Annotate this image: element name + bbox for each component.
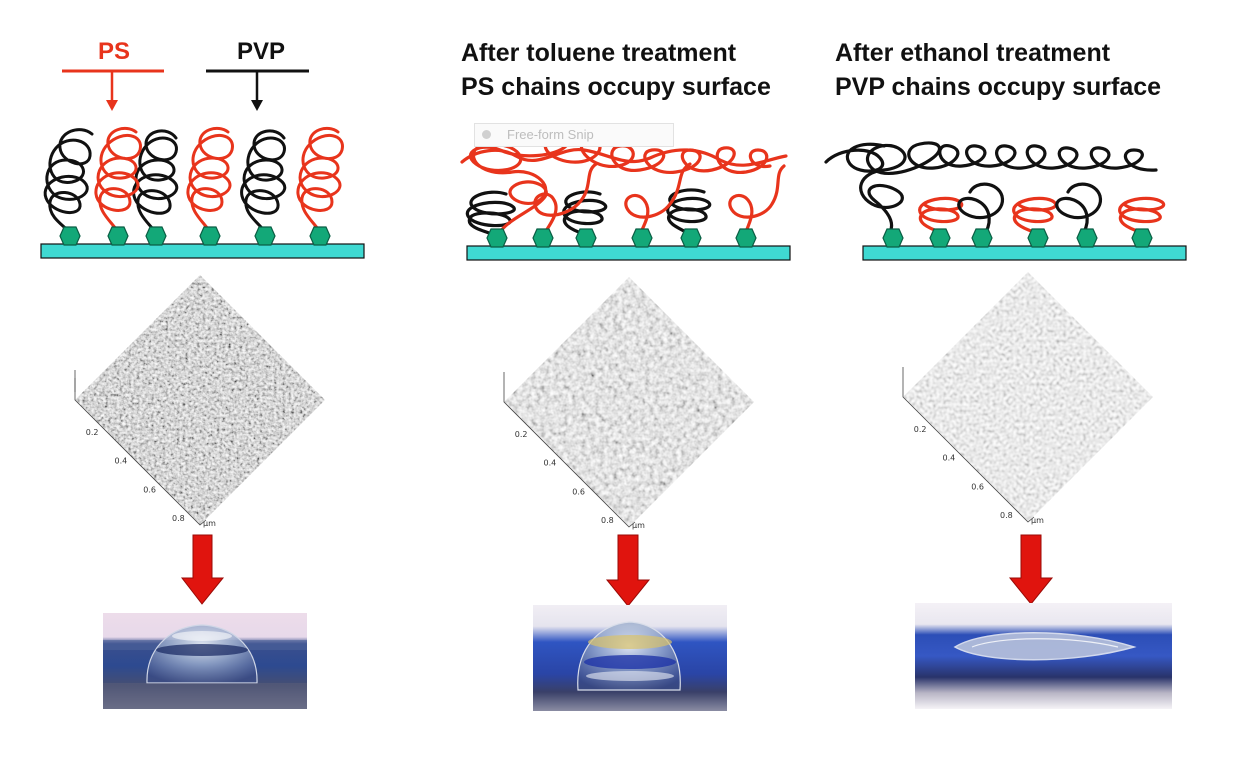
anchor-group <box>107 226 129 246</box>
anchor-group <box>882 228 904 248</box>
anchor-group <box>486 228 508 248</box>
down-arrow-icon <box>1008 534 1054 605</box>
ps-layer <box>533 162 598 236</box>
panel3-chains <box>824 141 1166 234</box>
panel1-chains <box>43 127 344 234</box>
afm-tick-label: 0.2 <box>515 430 528 439</box>
ps-coil <box>186 127 234 234</box>
ps-coil <box>1118 196 1166 234</box>
ethanol-heading-line2: PVP chains occupy surface <box>835 73 1162 101</box>
ethanol-heading: After ethanol treatment PVP chains occup… <box>835 36 1161 104</box>
panel1-substrate <box>40 226 365 259</box>
ps-layer <box>728 164 786 236</box>
pvp-layer <box>859 141 1158 234</box>
snip-tool-overlay[interactable]: Free-form Snip <box>474 123 674 147</box>
pvp-layer <box>957 182 1004 234</box>
anchor-group <box>254 226 276 246</box>
afm-unit-label: μm <box>632 521 645 530</box>
snip-label: Free-form Snip <box>507 127 594 142</box>
afm-tick-label: 0.6 <box>572 487 585 496</box>
droplet-photo-1 <box>103 613 307 709</box>
anchor-group <box>199 226 221 246</box>
anchor-group <box>735 228 757 248</box>
afm-unit-label: μm <box>1031 516 1044 525</box>
afm-axis-ticks: 0.2 0.4 0.6 0.8 μm 0.2 0.4 0.6 0.8 μm 0.2 0.4 0.6 0.8… <box>86 425 1044 530</box>
anchor-group <box>1076 228 1098 248</box>
droplet-photo-2 <box>533 605 727 711</box>
anchor-group <box>631 228 653 248</box>
ps-coil <box>94 127 142 234</box>
afm-unit-label: μm <box>203 519 216 528</box>
afm-tick-label: 0.6 <box>143 485 156 494</box>
anchor-group <box>971 228 993 248</box>
afm-tick-label: 0.8 <box>1000 511 1013 520</box>
pvp-legend-label: PVP <box>237 38 286 65</box>
down-arrow-icon <box>605 534 651 607</box>
ps-legend-label: PS <box>98 38 131 65</box>
afm-tick-label: 0.6 <box>971 482 984 491</box>
ethanol-heading-line1: After ethanol treatment <box>835 39 1111 67</box>
afm-tick-label: 0.2 <box>914 425 927 434</box>
anchor-group <box>929 228 951 248</box>
anchor-group <box>309 226 331 246</box>
afm-image-3 <box>902 272 1153 523</box>
ps-layer <box>460 147 788 167</box>
ps-layer <box>624 162 692 236</box>
toluene-heading-line1: After toluene treatment <box>461 39 737 67</box>
afm-tick-label: 0.8 <box>172 514 185 523</box>
anchor-group <box>532 228 554 248</box>
panel2-chains <box>460 132 788 236</box>
afm-tick-label: 0.4 <box>115 457 128 466</box>
anchor-group <box>1131 228 1153 248</box>
anchor-group <box>680 228 702 248</box>
anchor-group <box>59 226 81 246</box>
anchor-group <box>1027 228 1049 248</box>
snip-icon <box>482 130 491 139</box>
afm-image-2 <box>503 277 754 528</box>
anchor-group <box>145 226 167 246</box>
panel2-substrate <box>466 228 791 261</box>
legend-ps <box>62 69 164 111</box>
legend-pvp <box>206 69 309 111</box>
pvp-coil <box>562 190 608 236</box>
toluene-heading-line2: PS chains occupy surface <box>461 73 771 101</box>
pvp-layer <box>1055 182 1102 234</box>
pvp-coil <box>465 190 516 236</box>
afm-tick-label: 0.2 <box>86 428 99 437</box>
pvp-coil <box>43 128 94 234</box>
droplet-photo-3 <box>915 603 1172 709</box>
ps-coil <box>918 196 964 234</box>
afm-image-1 <box>74 275 325 526</box>
ps-coil <box>1012 196 1058 234</box>
pvp-layer <box>824 142 886 173</box>
anchor-group <box>575 228 597 248</box>
afm-tick-label: 0.4 <box>544 459 557 468</box>
down-arrow-icon <box>180 534 225 605</box>
ps-coil <box>296 127 344 234</box>
pvp-coil <box>240 129 287 234</box>
panel3-substrate <box>862 228 1187 261</box>
afm-tick-label: 0.8 <box>601 516 614 525</box>
ps-layer <box>468 132 772 234</box>
afm-tick-label: 0.4 <box>943 454 956 463</box>
toluene-heading: After toluene treatment PS chains occupy… <box>461 36 771 104</box>
